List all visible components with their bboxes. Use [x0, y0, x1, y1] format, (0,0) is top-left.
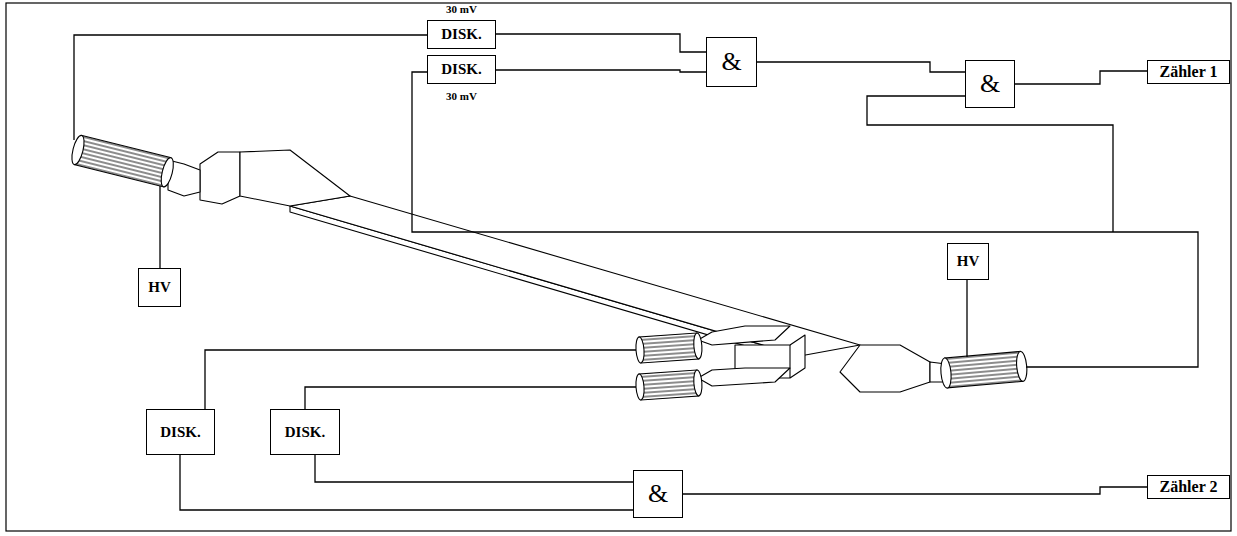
photomultiplier [940, 351, 1028, 388]
node-label: DISK. [441, 27, 481, 42]
hv-cable [159, 186, 160, 268]
coincidence-unit: & [706, 37, 757, 87]
signal-cable [496, 34, 706, 52]
discriminator-box: 30 mVDISK. [427, 20, 496, 49]
photomultiplier [70, 134, 176, 188]
signal-wire [305, 387, 636, 409]
node-label: & [721, 49, 741, 75]
coincidence-unit: & [633, 470, 683, 518]
counter-box: Zähler 2 [1147, 475, 1230, 499]
light-guide [840, 345, 930, 392]
photomultiplier [635, 333, 703, 364]
signal-wire [205, 350, 636, 409]
node-label: Zähler 1 [1160, 64, 1218, 80]
signal-wire [74, 35, 427, 140]
small-scintillator [698, 326, 790, 345]
signal-wire [867, 96, 1113, 232]
node-label: & [648, 481, 668, 507]
hv-supply: HV [947, 243, 989, 280]
threshold-label: 30 mV [446, 91, 477, 102]
node-label: DISK. [160, 425, 200, 440]
threshold-label: 30 mV [446, 4, 477, 15]
node-label: HV [957, 254, 980, 269]
signal-cable [1015, 71, 1147, 84]
node-label: DISK. [441, 62, 481, 77]
counter-box: Zähler 1 [1147, 60, 1230, 84]
frame [6, 3, 1231, 531]
signal-cable [683, 487, 1147, 494]
signal-cable [757, 62, 965, 72]
discriminator-box: DISK. [146, 409, 215, 455]
hv-supply: HV [138, 268, 181, 307]
node-label: DISK. [285, 425, 325, 440]
node-label: HV [148, 280, 171, 295]
light-guide [200, 152, 240, 204]
hv-cable [966, 280, 967, 357]
scintillator-edge [290, 206, 800, 362]
scintillator-bar [290, 196, 860, 356]
node-label: & [980, 71, 1000, 97]
node-label: Zähler 2 [1160, 479, 1218, 495]
light-guide [240, 150, 350, 206]
discriminator-box: DISK. [270, 409, 340, 455]
small-scintillator [698, 368, 790, 386]
block-edge [789, 345, 790, 378]
photomultiplier [635, 370, 703, 401]
signal-wire [412, 72, 1198, 367]
discriminator-box: DISK.30 mV [427, 55, 496, 84]
signal-cable [180, 455, 633, 510]
signal-cable [315, 455, 633, 482]
signal-cable [496, 70, 706, 72]
coincidence-unit: & [965, 60, 1015, 108]
